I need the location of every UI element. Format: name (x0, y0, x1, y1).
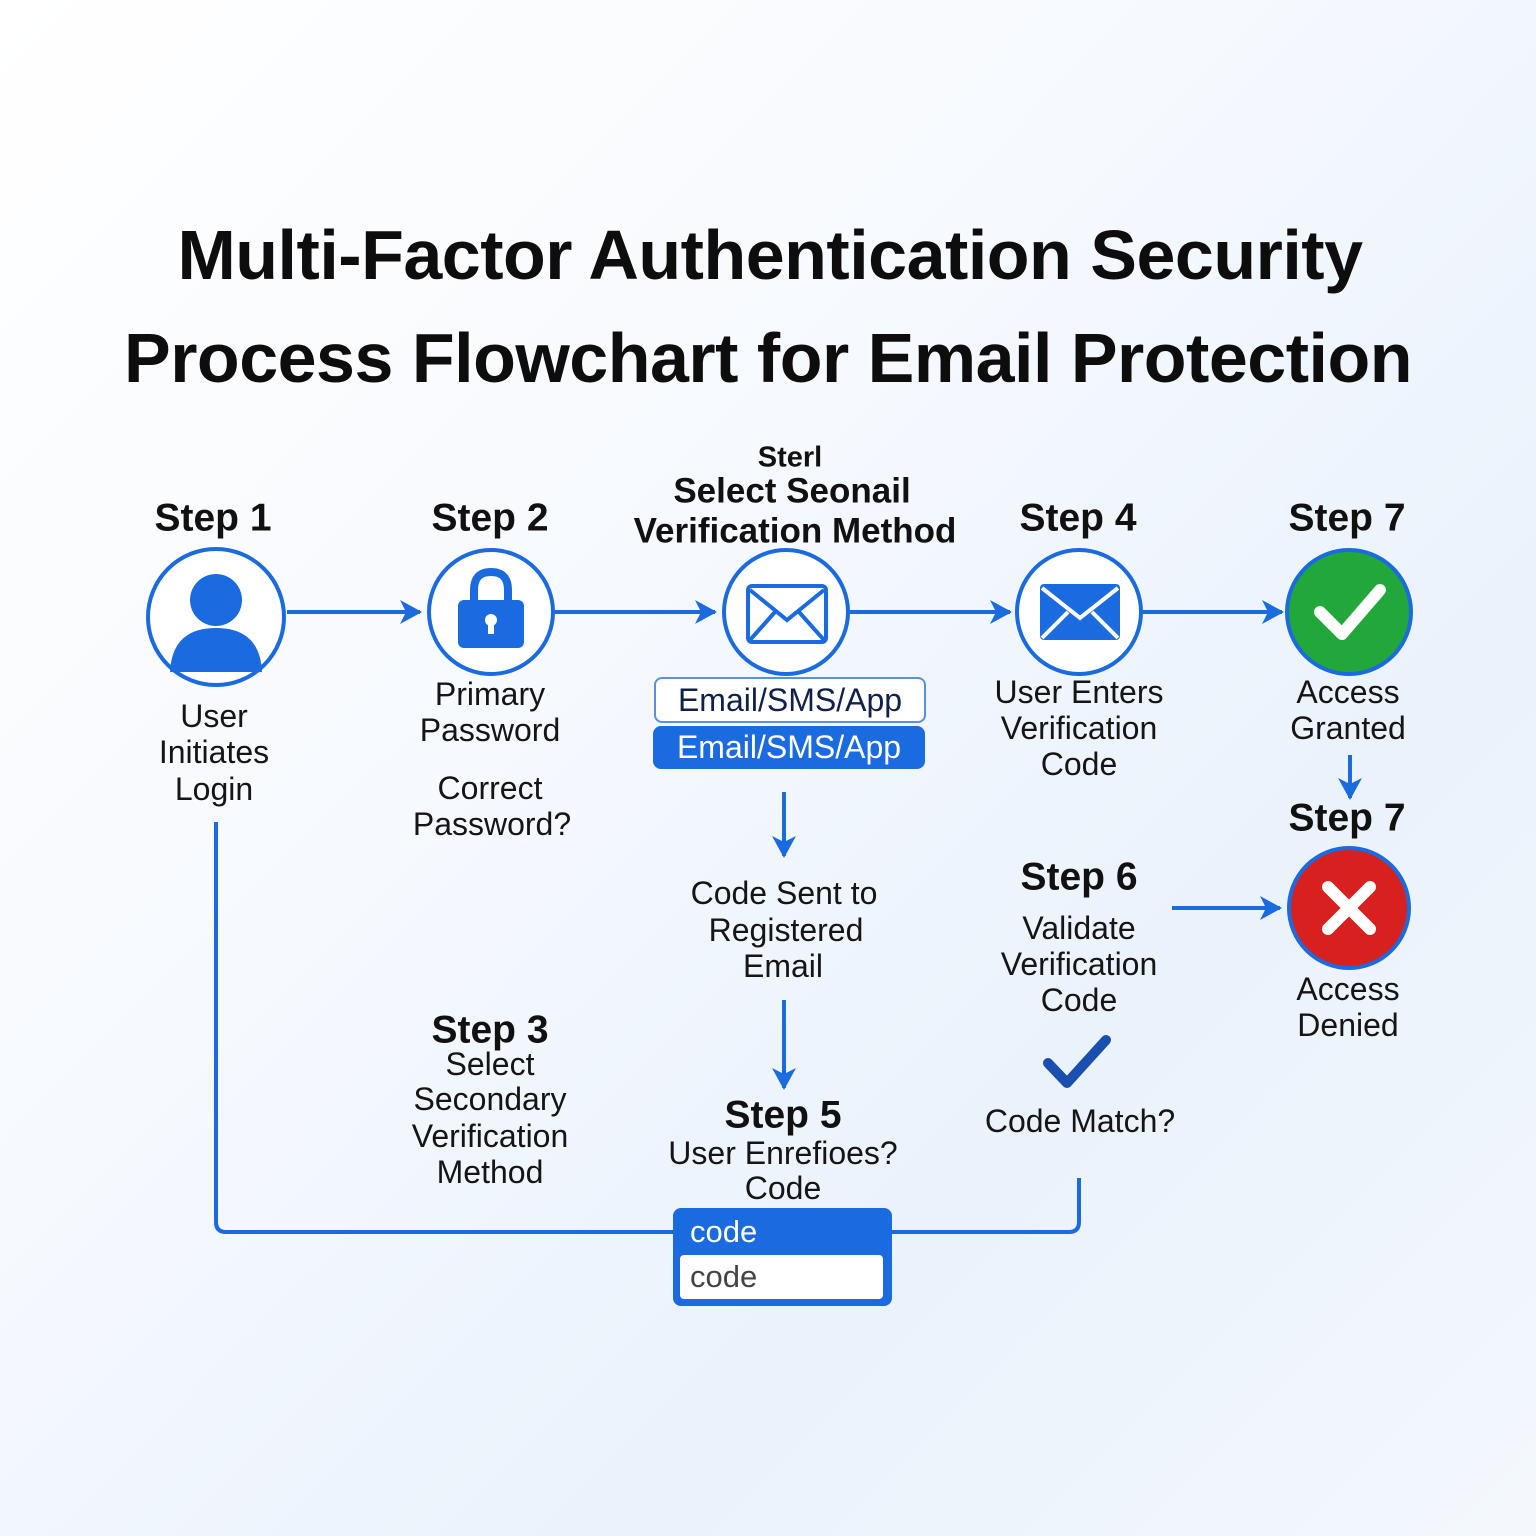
step3-label: Method (436, 1154, 544, 1190)
code-sent-label: Email (742, 948, 824, 984)
step5-heading: Step 5 (724, 1093, 842, 1137)
title-line2: Process Flowchart for Email Protection (124, 319, 1413, 397)
step2-question: Correct (437, 770, 543, 806)
connector-login-to-code (214, 822, 673, 1234)
step4-label: User Enters (994, 674, 1164, 710)
step4-label: Verification (1000, 710, 1158, 746)
step3-label: Verification (411, 1118, 569, 1154)
checkmark-icon (1043, 1035, 1111, 1088)
step6-heading: Step 6 (1020, 855, 1138, 899)
check-circle-icon (1285, 548, 1413, 676)
method-heading: Sterl (757, 441, 823, 474)
code-entry-box: code code (673, 1208, 892, 1306)
step4-label: Code (1040, 746, 1118, 782)
step2-label: Password (419, 712, 561, 748)
code-header: code (690, 1214, 758, 1249)
connector-code-to-match (892, 1178, 1081, 1234)
denied-label: Denied (1297, 1007, 1399, 1043)
step4-heading: Step 4 (1019, 496, 1137, 540)
method-option-outline[interactable]: Email/SMS/App (654, 677, 926, 723)
method-option-selected[interactable]: Email/SMS/App (653, 726, 925, 769)
step6-label: Code (1040, 982, 1118, 1018)
step1-label: Login (174, 771, 254, 807)
step2-question: Password? (412, 806, 572, 842)
code-sent-label: Registered (708, 912, 864, 948)
step6-label: Validate (1022, 910, 1136, 946)
step6-question: Code Match? (984, 1103, 1176, 1139)
envelope-outline-icon (722, 548, 850, 676)
method-label: Select Seonail (673, 471, 911, 511)
step5-label: User Enrefioes? (668, 1135, 898, 1171)
step1-label: Initiates (158, 734, 270, 770)
step6-label: Verification (1000, 946, 1158, 982)
method-label: Verification Method (633, 511, 957, 551)
granted-heading: Step 7 (1288, 496, 1406, 540)
step3-heading: Step 3 (431, 1008, 549, 1052)
lock-icon (427, 548, 555, 676)
step3-label: Secondary (413, 1081, 567, 1117)
title-line1: Multi-Factor Authentication Security (177, 216, 1363, 294)
step2-label: Primary (434, 676, 546, 712)
denied-heading: Step 7 (1288, 796, 1406, 840)
envelope-icon (1015, 548, 1143, 676)
granted-label: Granted (1290, 710, 1406, 746)
code-sent-label: Code Sent to (690, 875, 878, 911)
denied-label: Access (1296, 971, 1400, 1007)
x-circle-icon (1287, 846, 1411, 970)
step1-label: User (180, 698, 248, 734)
step5-label: Code (744, 1170, 822, 1206)
step3-label: Select (445, 1046, 535, 1082)
user-icon (146, 547, 286, 687)
code-input[interactable]: code (680, 1255, 883, 1299)
granted-label: Access (1296, 674, 1400, 710)
step2-heading: Step 2 (431, 496, 549, 540)
step1-heading: Step 1 (154, 496, 272, 540)
